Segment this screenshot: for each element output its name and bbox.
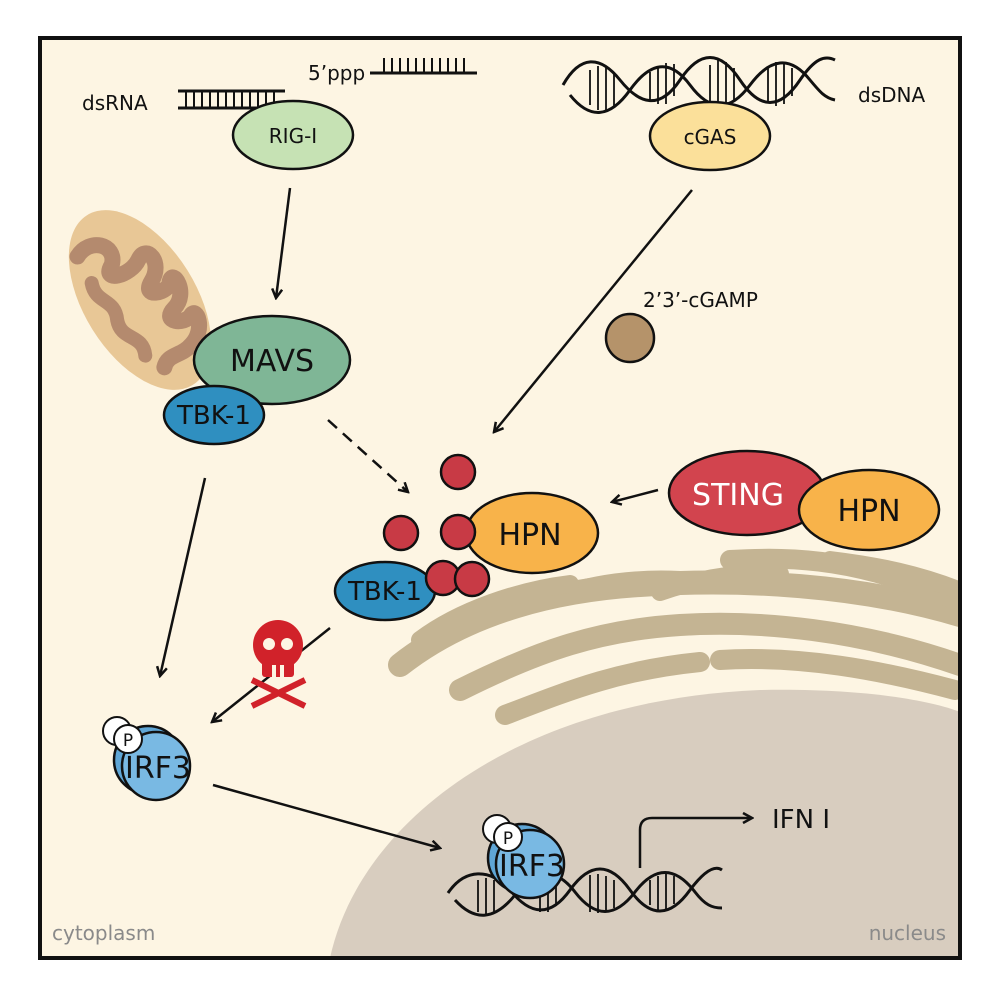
svg-text:TBK-1: TBK-1 (176, 401, 251, 431)
svg-text:MAVS: MAVS (230, 344, 314, 379)
skull-crossbones-icon (250, 620, 307, 709)
arrow-tbk1-to-irf3 (160, 477, 207, 676)
svg-text:IRF3: IRF3 (125, 751, 191, 786)
dsdna-label: dsDNA (858, 83, 925, 107)
five-ppp-label: 5’ppp (308, 61, 365, 85)
red-dot (382, 514, 420, 552)
rig-i-protein: RIG-I (231, 99, 355, 171)
red-dot (439, 453, 477, 491)
red-dot (439, 513, 477, 551)
dashed-arrow-mavs-to-hpn (327, 419, 408, 492)
transcription-arrow (638, 818, 752, 868)
five-ppp-rna (370, 58, 477, 75)
ifn-label: IFN I (772, 805, 830, 835)
svg-text:HPN: HPN (498, 518, 561, 553)
svg-text:cGAS: cGAS (684, 125, 737, 149)
irf3-protein-cyto: IRF3 P (102, 716, 192, 802)
cgas-protein: cGAS (648, 100, 772, 172)
arrow-cgas-to-hpn (494, 189, 693, 432)
svg-text:STING: STING (692, 478, 784, 513)
mitochondrion (68, 210, 212, 390)
cgamp-molecule (604, 312, 656, 364)
svg-text:IRF3: IRF3 (499, 849, 565, 884)
nucleus-region (330, 689, 960, 958)
svg-text:P: P (503, 829, 513, 849)
mavs-protein: MAVS (192, 314, 352, 406)
red-dot (453, 560, 491, 598)
tbk1-protein-mito: TBK-1 (162, 384, 266, 446)
arrow-rig-i-to-mavs (276, 187, 292, 298)
hpn-protein-sting: HPN (797, 468, 941, 552)
arrow-sting-to-hpn (612, 488, 659, 502)
sting-protein: STING (667, 449, 827, 537)
endoplasmic-reticulum (388, 548, 960, 725)
cytoplasm-label: cytoplasm (52, 921, 155, 945)
svg-text:HPN: HPN (837, 494, 900, 529)
dsrna-label: dsRNA (82, 91, 148, 115)
svg-text:RIG-I: RIG-I (269, 124, 317, 148)
irf3-protein-nuc: IRF3 P (482, 814, 566, 900)
tbk1-protein-er: TBK-1 (333, 560, 437, 622)
nucleus-label: nucleus (869, 921, 946, 945)
cgamp-label: 2’3’-cGAMP (643, 288, 758, 312)
arrow-irf3-to-nucleus (212, 783, 440, 848)
hpn-protein-er: HPN (464, 491, 600, 575)
svg-text:TBK-1: TBK-1 (347, 577, 422, 607)
svg-text:P: P (123, 731, 133, 751)
